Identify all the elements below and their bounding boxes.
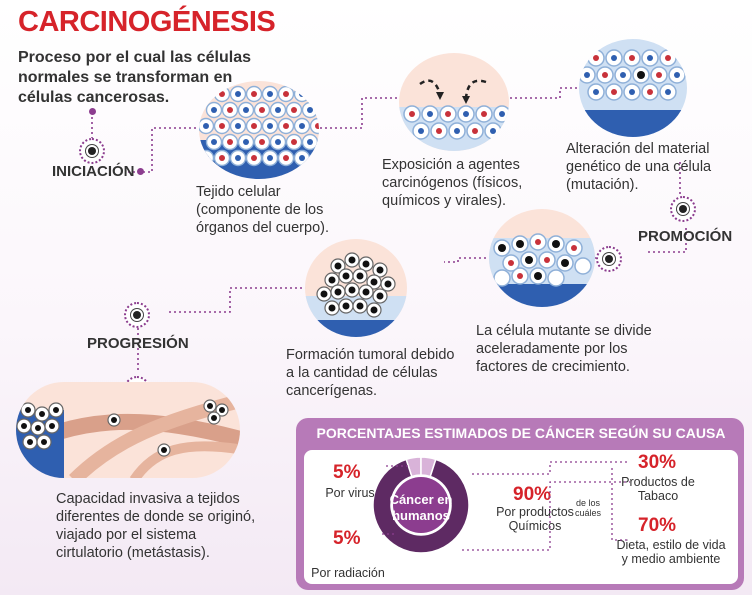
cell-nucleus xyxy=(251,155,257,161)
cell-nucleus xyxy=(267,123,273,129)
cell-nucleus xyxy=(243,107,249,113)
tissue-cell xyxy=(317,101,319,119)
cell-nucleus xyxy=(203,155,209,161)
cell-nucleus xyxy=(267,155,273,161)
panel-connectors xyxy=(382,461,630,551)
stage-promocion: PROMOCIÓN xyxy=(638,228,733,245)
cell-nucleus xyxy=(307,107,313,113)
cell-nucleus xyxy=(235,91,241,97)
cell-nucleus xyxy=(211,139,217,145)
cell-nucleus xyxy=(307,139,313,145)
cell-nucleus xyxy=(291,107,297,113)
cell-nucleus xyxy=(219,91,225,97)
cell-nucleus xyxy=(227,139,233,145)
chemicals-percent: 90% xyxy=(513,484,552,505)
tobacco-percent: 30% xyxy=(638,452,677,473)
metastasis-image xyxy=(16,382,240,478)
cell-nucleus xyxy=(259,139,265,145)
cell-nucleus xyxy=(283,91,289,97)
tissue-cell xyxy=(199,149,215,167)
tissue-cell xyxy=(199,85,215,103)
cell-nucleus xyxy=(315,155,319,161)
connector-dot xyxy=(89,108,96,115)
chemicals-label: Por productos Químicos xyxy=(496,505,574,533)
exposure-cells-image xyxy=(399,53,509,151)
cell-nucleus xyxy=(283,123,289,129)
stage-progresion: PROGRESIÓN xyxy=(87,335,189,352)
tumor-cells-image xyxy=(305,239,407,337)
diet-label: Dieta, estilo de vida y medio ambiente xyxy=(616,538,726,566)
germ-icon xyxy=(79,138,105,164)
step-exposicion: Exposición a agentes carcinógenos (físic… xyxy=(382,157,523,209)
germ-icon xyxy=(124,302,150,328)
cell-nucleus xyxy=(315,123,319,129)
cell-nucleus xyxy=(275,107,281,113)
cell-nucleus xyxy=(235,123,241,129)
tissue-cells-image xyxy=(199,81,319,179)
intro-text: Proceso por el cual las células normales… xyxy=(18,49,251,106)
diet-percent: 70% xyxy=(638,515,677,536)
cell-nucleus xyxy=(251,123,257,129)
cell-nucleus xyxy=(203,123,209,129)
cell-nucleus xyxy=(211,107,217,113)
cell-nucleus xyxy=(227,107,233,113)
cell-nucleus xyxy=(203,91,209,97)
cell-nucleus xyxy=(219,123,225,129)
step-divide: La célula mutante se divide aceleradamen… xyxy=(476,323,652,375)
cell-nucleus xyxy=(235,155,241,161)
tobacco-label: Productos de Tabaco xyxy=(621,475,695,503)
cause-donut-chart xyxy=(372,456,470,554)
cell-nucleus xyxy=(299,123,305,129)
cell-nucleus xyxy=(275,139,281,145)
tissue-cell xyxy=(317,133,319,151)
radiation-label: Por radiación xyxy=(311,566,385,580)
page-title: CARCINOGÉNESIS xyxy=(18,6,276,38)
cell-nucleus xyxy=(267,91,273,97)
step-alteracion: Alteración del material genético de una … xyxy=(566,141,712,193)
step-capacidad: Capacidad invasiva a tejidos diferentes … xyxy=(56,491,256,561)
donut-center-label: Cáncer en humanos xyxy=(389,492,453,523)
virus-label: Por virus xyxy=(325,486,375,500)
dividing-cells-image xyxy=(489,209,595,307)
de-los-cuales-label: de los cuáles xyxy=(574,498,601,518)
cell-nucleus xyxy=(299,155,305,161)
cell-nucleus xyxy=(315,91,319,97)
panel-title: PORCENTAJES ESTIMADOS DE CÁNCER SEGÚN SU… xyxy=(316,425,726,441)
germ-icon xyxy=(596,246,622,272)
cell-nucleus xyxy=(283,155,289,161)
slice-quimicos xyxy=(372,458,470,554)
cell-nucleus xyxy=(259,107,265,113)
virus-percent: 5% xyxy=(333,462,361,483)
mutation-cells-image xyxy=(579,39,687,137)
cell-nucleus xyxy=(251,91,257,97)
cell-nucleus xyxy=(219,155,225,161)
tissue-cell xyxy=(309,149,319,167)
tissue-cell xyxy=(309,85,319,103)
connector-dot xyxy=(137,168,144,175)
stage-iniciacion: INICIACIÓN xyxy=(52,163,135,180)
step-formacion: Formación tumoral debido a la cantidad d… xyxy=(286,347,455,399)
radiation-percent: 5% xyxy=(333,528,361,549)
germ-icon xyxy=(670,196,696,222)
cell-nucleus xyxy=(291,139,297,145)
tissue-cell xyxy=(293,85,311,103)
cell-nucleus xyxy=(243,139,249,145)
step-tejido: Tejido celular (componente de los órgano… xyxy=(196,184,329,236)
donut-center xyxy=(393,477,449,533)
cell-nucleus xyxy=(299,91,305,97)
